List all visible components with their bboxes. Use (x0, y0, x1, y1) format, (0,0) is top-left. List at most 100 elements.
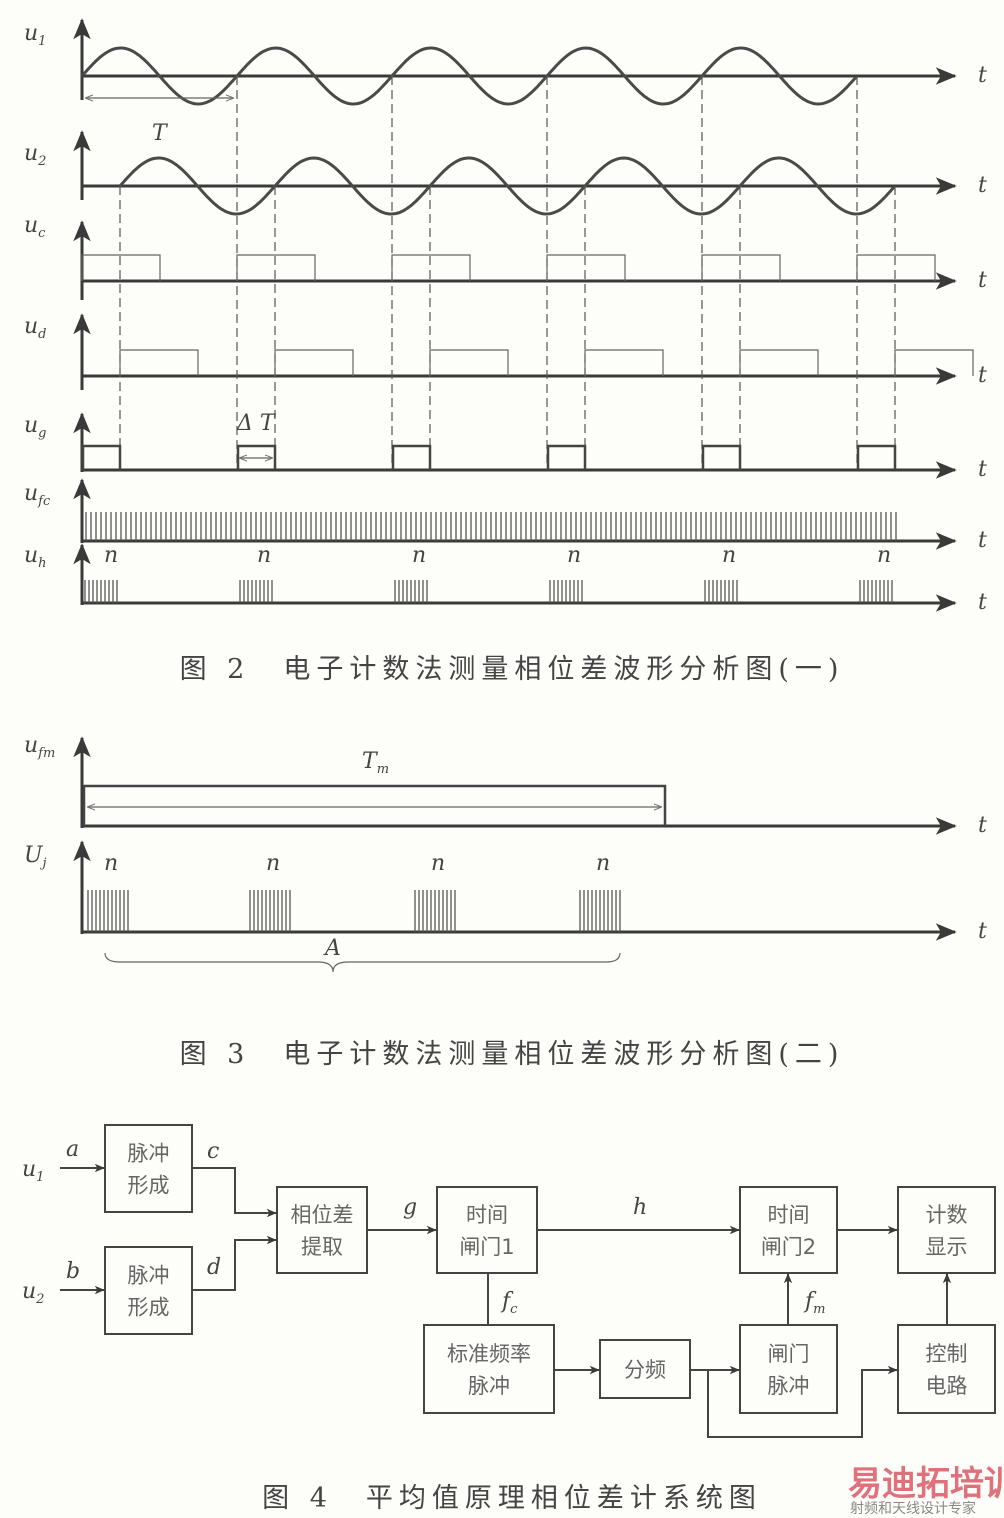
ug-pulse (236, 444, 277, 470)
signal-label: u2 (24, 141, 46, 169)
signal-label-subscript: g (38, 426, 46, 441)
input-label: u1 (22, 1157, 44, 1185)
count-label-n: n (104, 851, 118, 876)
signal-row-uc: uc t (24, 213, 987, 300)
signal-label: ug (24, 413, 47, 441)
signal-label-base: u (24, 314, 38, 339)
block-gatepulse-frame (739, 1324, 838, 1414)
time-axis-label: t (978, 590, 987, 615)
tm-label-subscript: m (377, 762, 389, 777)
ud-pulse (429, 349, 509, 376)
signal-label-base: u (24, 213, 38, 238)
block-divider: 分频 (599, 1339, 691, 1399)
period-label: T (152, 121, 169, 146)
block-label: 闸门1 (459, 1235, 514, 1259)
watermark-subtitle: 射频和天线设计专家 (850, 1500, 976, 1517)
block-label: 脉冲 (128, 1142, 170, 1166)
block-label: 闸门 (768, 1342, 810, 1366)
uc-pulse (391, 254, 471, 281)
ud-pulse (894, 349, 974, 376)
input-tag: a (66, 1137, 79, 1162)
signal-d-arrow (192, 1235, 277, 1291)
watermark-title: 易迪拓培训 (848, 1464, 1004, 1504)
signal-label: ufm (24, 733, 55, 761)
ufc-clock-pulses (85, 512, 897, 541)
ug-pulse (391, 444, 432, 470)
uj-pulse-burst (249, 890, 291, 932)
count-label-n: n (567, 543, 581, 568)
input-label-base: u (22, 1157, 36, 1182)
signal-label-subscript: 2 (37, 154, 46, 169)
signal-label: Uj (24, 843, 47, 871)
signal-label-base: U (24, 843, 44, 868)
block-pulse2-frame (104, 1246, 193, 1335)
block-label: 闸门2 (761, 1235, 816, 1259)
ud-pulse (274, 349, 354, 376)
time-axis-label: t (978, 173, 987, 198)
block-label: 控制 (926, 1342, 968, 1366)
ufm-gate-pulse (82, 784, 667, 826)
uj-pulse-burst (579, 890, 621, 932)
uh-pulse-burst (84, 580, 118, 603)
block-label: 计数 (926, 1203, 968, 1227)
watermark-logo: 易迪拓培训 射频和天线设计专家 (848, 1464, 1004, 1517)
block-label: 时间 (466, 1203, 508, 1227)
uj-pulse-burst (414, 890, 456, 932)
signal-label-subscript: d (38, 327, 46, 342)
signal-tag-d: d (207, 1255, 221, 1280)
signal-label-subscript: c (38, 226, 46, 241)
signal-row-ufm: ufm t (24, 733, 987, 838)
input-tag: b (66, 1259, 80, 1284)
count-label-n: n (722, 543, 736, 568)
signal-label-base: u (24, 21, 38, 46)
signal-label-base: u (24, 413, 38, 438)
block-label: 脉冲 (468, 1374, 510, 1398)
input-label-subscript: 1 (36, 1170, 44, 1185)
block-gate2-frame (739, 1186, 838, 1274)
signal-label-base: u (24, 141, 38, 166)
block-label: 相位差 (291, 1203, 354, 1227)
count-label-n: n (431, 851, 445, 876)
tm-label-base: T (362, 749, 379, 774)
ug-pulse (856, 444, 897, 470)
block-gate1-frame (436, 1186, 538, 1274)
block-display-frame (897, 1186, 996, 1274)
block-label: 脉冲 (128, 1264, 170, 1288)
signal-c-arrow (192, 1167, 277, 1218)
time-axis-label: t (978, 268, 987, 293)
signal-row-ud: udt (24, 313, 987, 390)
signal-label-subscript: fc (37, 494, 51, 509)
signal-tag-fc-subscript: c (510, 1302, 518, 1317)
ud-pulse (584, 349, 664, 376)
signal-label-subscript: fm (37, 746, 55, 761)
signal-label: ud (24, 314, 47, 342)
block-label: 脉冲 (768, 1374, 810, 1398)
block-label: 电路 (926, 1374, 968, 1398)
signal-label-base: u (24, 733, 38, 758)
block-std-frame (423, 1324, 555, 1414)
count-label-n: n (877, 543, 891, 568)
input-label-subscript: 2 (35, 1292, 44, 1307)
signal-label: u1 (24, 21, 46, 49)
ud-pulse (739, 349, 819, 376)
block-label: 提取 (301, 1235, 343, 1259)
figure-3-caption: 图 3 电子计数法测量相位差波形分析图(二) (180, 1039, 845, 1070)
uh-pulse-burst (704, 580, 738, 603)
signal-tag-fc: fc (500, 1289, 518, 1317)
count-label-n: n (412, 543, 426, 568)
time-axis-label: t (978, 813, 987, 838)
signal-row-Uj: Ujt (24, 840, 987, 944)
ud-pulse (119, 349, 199, 376)
uj-pulse-burst (87, 890, 129, 932)
uc-pulse (856, 254, 936, 281)
signal-row-u2: u2 t (24, 130, 987, 200)
